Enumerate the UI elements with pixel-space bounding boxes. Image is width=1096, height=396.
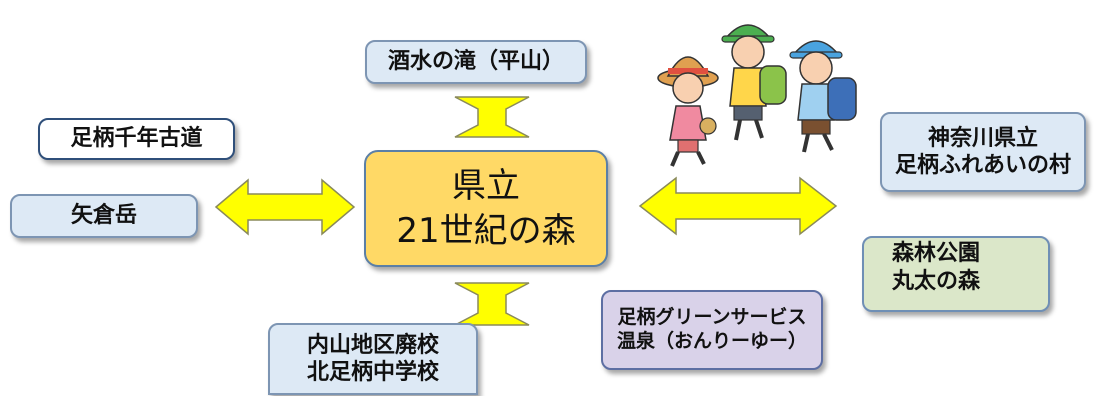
destination-right-top-line-2: 足柄ふれあいの村 [894, 153, 1071, 178]
center-hub: 県立 21世紀の森 [364, 150, 608, 267]
destination-right-bottom-line-1: 森林公園 [891, 241, 980, 266]
center-line-1: 県立 [452, 166, 520, 207]
destination-right-bottom: 森林公園 丸太の森 [862, 236, 1050, 312]
center-line-2: 21世紀の森 [396, 210, 576, 251]
destination-bottom-line-2: 北足柄中学校 [306, 360, 439, 385]
top-double-arrow [454, 96, 530, 138]
destination-bottom-right: 足柄グリーンサービス 温泉（おんりーゆー） [601, 290, 823, 370]
left-double-arrow [214, 178, 356, 236]
destination-right-top: 神奈川県立 足柄ふれあいの村 [880, 112, 1086, 192]
boy-hiker-blue-cap-icon [789, 40, 857, 153]
destination-bottom: 内山地区廃校 北足柄中学校 [268, 323, 478, 395]
destination-right-top-line-1: 神奈川県立 [927, 125, 1038, 151]
destination-right-bottom-line-2: 丸太の森 [891, 268, 980, 294]
destination-left-top-label: 足柄千年古道 [70, 126, 203, 152]
bottom-double-arrow [454, 282, 530, 326]
destination-top: 酒水の滝（平山） [365, 40, 587, 84]
destination-left: 矢倉岳 [10, 194, 198, 238]
right-double-arrow [638, 176, 838, 236]
destination-top-label: 酒水の滝（平山） [387, 49, 564, 75]
destination-left-label: 矢倉岳 [70, 203, 137, 229]
boy-hiker-green-cap-icon [721, 24, 787, 141]
hiking-children-illustration [657, 24, 857, 167]
destination-bottom-line-1: 内山地区廃校 [306, 332, 439, 358]
destination-bottom-right-line-2: 温泉（おんりーゆー） [616, 330, 807, 352]
destination-bottom-right-line-1: 足柄グリーンサービス [617, 306, 807, 329]
destination-left-top: 足柄千年古道 [38, 118, 235, 160]
girl-hiker-icon [657, 56, 719, 167]
